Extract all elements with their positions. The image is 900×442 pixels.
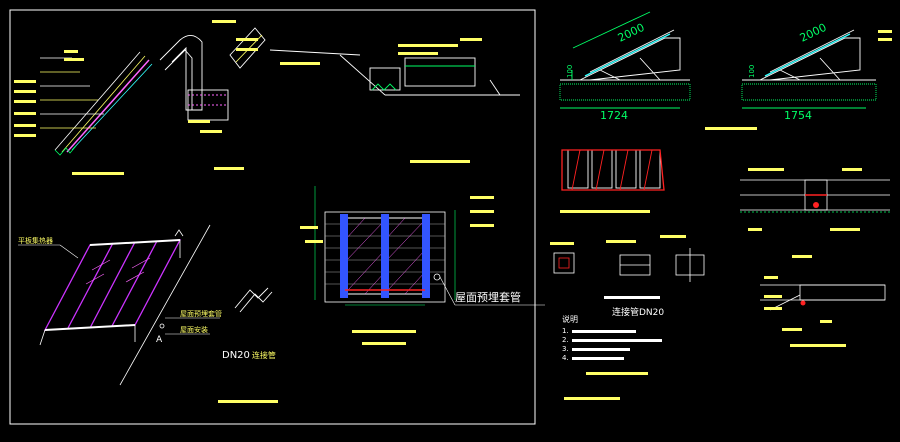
roof-install-label: 屋面安装 — [180, 325, 208, 334]
note-1-num: 1. — [562, 327, 569, 335]
fittings-detail — [553, 248, 705, 282]
wall-plan-caption-2 — [362, 342, 406, 345]
notes-caption-2 — [564, 397, 620, 400]
roof-section-caption — [72, 172, 124, 175]
legend-marks-top-right — [878, 30, 892, 33]
dim-height-left: 100 — [566, 65, 574, 78]
wall-plan-caption — [352, 330, 416, 333]
wall-plan-leaders — [300, 160, 545, 306]
point-a-marker: A — [156, 323, 165, 345]
pipe-elbow-detail — [159, 27, 266, 121]
collector-label-group: 平板集热器 — [18, 236, 79, 259]
bottom-right-caption — [790, 344, 846, 347]
notes-caption — [586, 372, 648, 375]
notes-title: 说明 — [562, 314, 578, 324]
elevation-right — [741, 29, 877, 109]
dim-base-right: 1754 — [784, 109, 812, 122]
roof-drain-leaders — [280, 38, 482, 65]
wall-plan-detail — [314, 186, 456, 306]
note-1-text — [572, 330, 636, 333]
dim-slope-left: 2000 — [616, 21, 647, 45]
dn20-pipe-sketch — [234, 287, 273, 313]
note-2-num: 2. — [562, 336, 569, 344]
piping-schematic — [561, 149, 665, 191]
bottom-right-leaders — [764, 276, 832, 331]
piping-caption — [560, 210, 650, 213]
note-3-text — [572, 348, 630, 351]
fittings-caption — [604, 296, 660, 299]
collector-perspective — [39, 224, 211, 386]
elevation-left-caption — [705, 127, 757, 130]
sleeve-label-small: 屋面预埋套管 — [180, 309, 222, 318]
dim-slope-right: 2000 — [798, 21, 829, 45]
roof-sleeve-label: 屋面预埋套管 — [455, 290, 521, 304]
dn20-right-label: 连接管DN20 — [612, 306, 664, 318]
note-4-num: 4. — [562, 354, 569, 362]
note-3-num: 3. — [562, 345, 569, 353]
fittings-leaders — [550, 235, 686, 245]
dim-height-right: 100 — [748, 65, 756, 78]
note-2-text — [572, 339, 662, 342]
pipe-elbow-leaders — [188, 20, 258, 133]
roof-penetration-section — [740, 179, 890, 213]
sheet-frame — [9, 9, 536, 425]
roof-section-detail — [40, 51, 153, 156]
point-a-label: A — [156, 335, 163, 345]
roof-drain-detail — [269, 49, 520, 96]
sleeve-callout-left: 屋面预埋套管 屋面安装 — [165, 309, 222, 335]
roof-section-leaders — [14, 50, 84, 137]
collector-label: 平板集热器 — [18, 236, 53, 245]
pipe-elbow-caption — [214, 167, 244, 170]
section-caption — [792, 255, 812, 258]
bottom-right-detail — [760, 284, 886, 311]
dim-base-left: 1724 — [600, 109, 628, 122]
elevation-left — [559, 11, 691, 109]
section-leaders — [748, 168, 862, 231]
notes-block: 说明 1. 2. 3. 4. — [562, 314, 662, 400]
note-4-text — [572, 357, 624, 360]
legend-marks-top-right-2 — [878, 38, 892, 41]
collector-caption — [218, 400, 278, 403]
